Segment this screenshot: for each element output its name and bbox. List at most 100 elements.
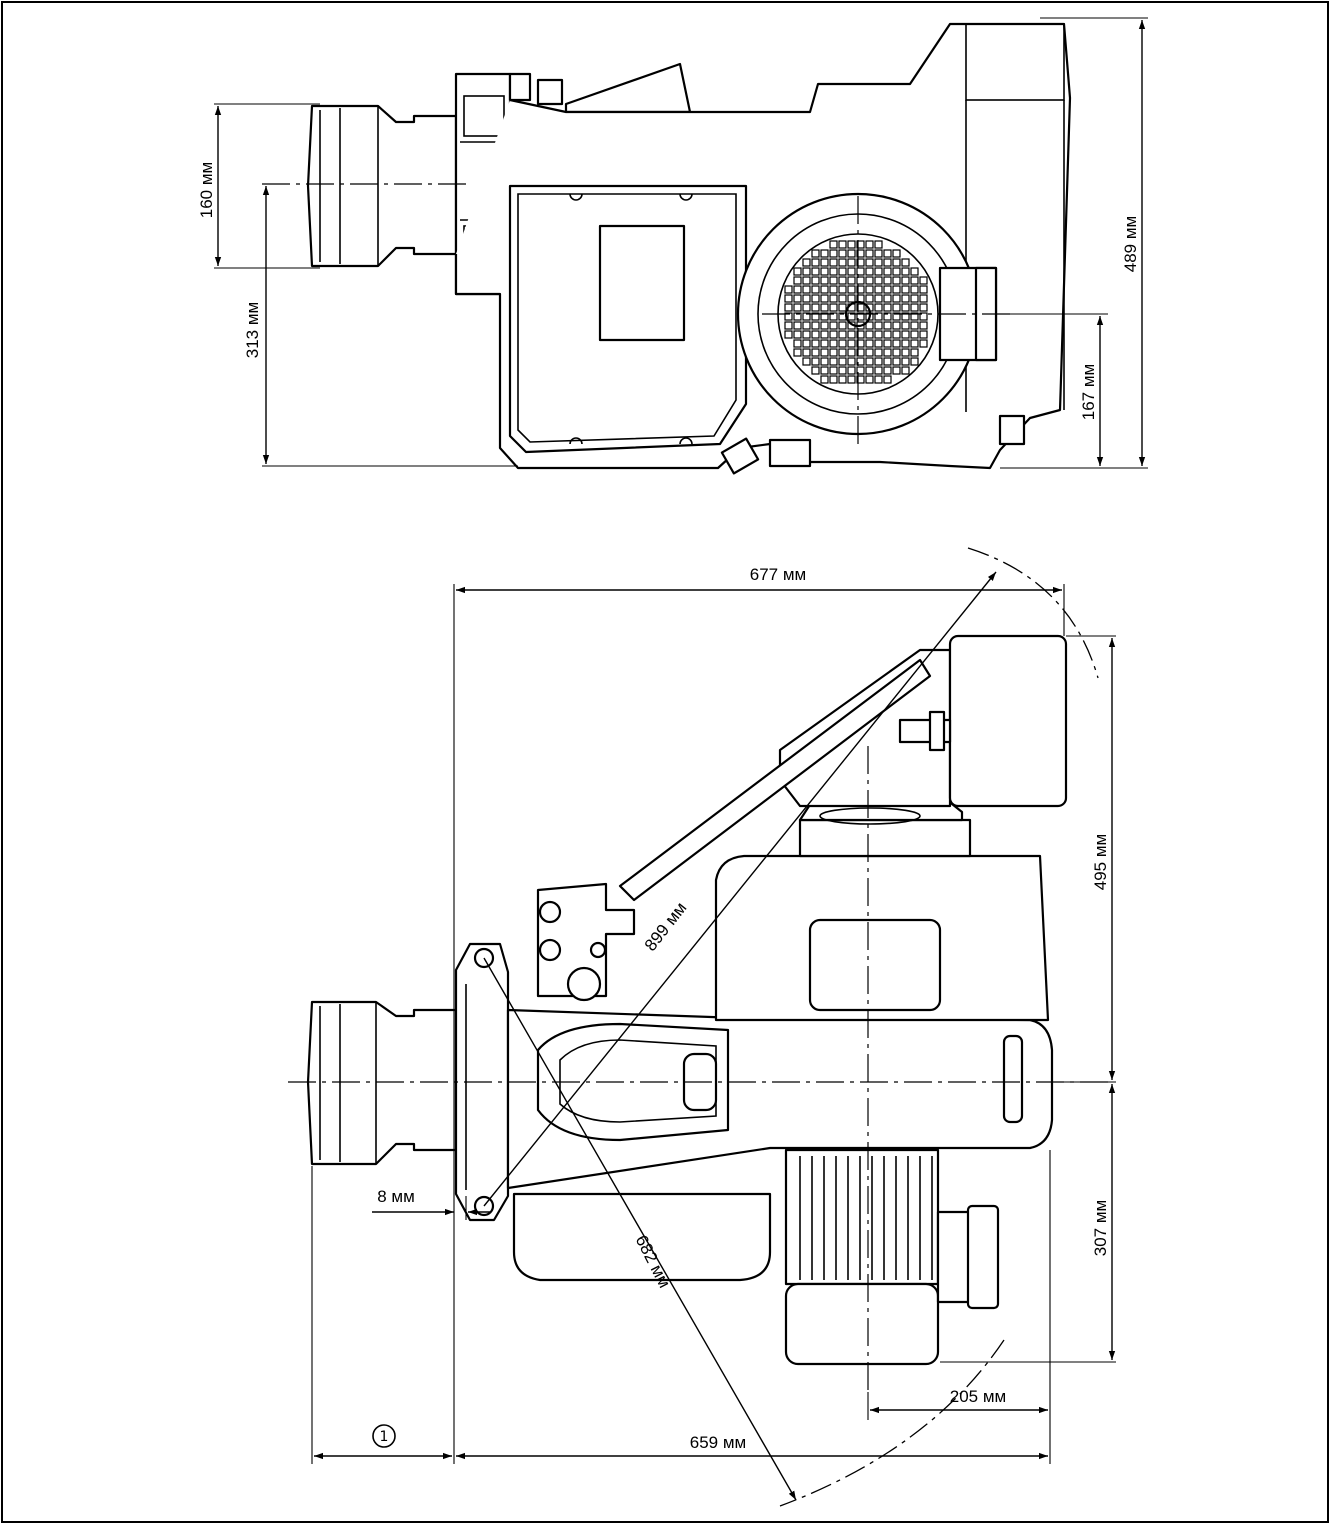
grille-cell [838,258,847,267]
grille-cell [802,339,811,348]
grille-cell [883,312,892,321]
grille-cell [802,312,811,321]
grille-cell [865,375,874,384]
grille-cell [901,348,910,357]
grille-cell [802,267,811,276]
grille-cell [811,348,820,357]
grille-cell [829,276,838,285]
grille-cell [811,303,820,312]
motor-cooling-fins [799,1156,933,1280]
grille-cell [856,276,865,285]
grille-cell [793,303,802,312]
grille-cell [865,303,874,312]
grille-cell [802,348,811,357]
grille-cell [811,267,820,276]
side-control-box [898,634,1068,808]
grille-cell [874,249,883,258]
grille-cell [838,375,847,384]
grille-cell [856,294,865,303]
grille-cell [784,285,793,294]
grille-cell [829,303,838,312]
grille-cell [874,366,883,375]
grille-cell [892,339,901,348]
grille-cell [883,267,892,276]
grille-cell [874,339,883,348]
grille-cell [847,303,856,312]
grille-cell [784,303,793,312]
grille-cell [856,375,865,384]
grille-cell [901,366,910,375]
grille-cell [811,321,820,330]
grille-cell [910,276,919,285]
grille-cell [865,330,874,339]
grille-cell [874,240,883,249]
grille-cell [829,339,838,348]
grille-cell [865,339,874,348]
grille-cell [784,321,793,330]
grille-cell [793,285,802,294]
grille-cell [829,366,838,375]
dim-899-line [483,571,997,1207]
grille-cell [829,321,838,330]
grille-cell [856,339,865,348]
grille-cell [865,357,874,366]
swing-arc-top [967,547,1099,679]
grille-cell [910,321,919,330]
grille-cell [883,357,892,366]
grille-cell [919,330,928,339]
grille-cell [865,249,874,258]
grille-cell [829,375,838,384]
grille-cell [811,339,820,348]
label-489: 489 мм [1121,216,1140,272]
grille-cell [847,330,856,339]
grille-cell [802,294,811,303]
grille-cell [874,330,883,339]
grille-cell [838,330,847,339]
grille-cell [892,294,901,303]
side-blast-tube [306,1000,458,1166]
grille-cell [793,312,802,321]
grille-cell [919,303,928,312]
grille-cell [874,321,883,330]
blast-tube [306,104,458,268]
grille-cell [865,321,874,330]
label-205: 205 мм [950,1387,1006,1406]
grille-cell [901,276,910,285]
grille-cell [838,312,847,321]
grille-cell [793,267,802,276]
grille-cell [811,312,820,321]
grille-cell [820,330,829,339]
grille-cell [829,330,838,339]
grille-cell [910,294,919,303]
grille-cell [874,312,883,321]
grille-cell [883,285,892,294]
grille-cell [793,276,802,285]
grille-cell [874,267,883,276]
grille-cell [802,285,811,294]
grille-cell [811,258,820,267]
grille-cell [901,285,910,294]
grille-cell [874,375,883,384]
grille-cell [919,321,928,330]
grille-cell [865,258,874,267]
grille-cell [883,366,892,375]
side-body [506,1008,1054,1282]
grille-cell [829,357,838,366]
grille-cell [856,249,865,258]
grille-cell [829,348,838,357]
grille-cell [811,285,820,294]
grille-cell [892,366,901,375]
grille-cell [856,330,865,339]
grille-cell [847,240,856,249]
grille-cell [793,339,802,348]
grille-cell [874,258,883,267]
grille-cell [865,366,874,375]
grille-cell [919,312,928,321]
label-160: 160 мм [197,162,216,218]
top-view: 160 мм 313 мм 489 мм 167 мм [197,17,1148,475]
grille-cell [892,348,901,357]
grille-cell [883,330,892,339]
grille-cell [919,285,928,294]
grille-cell [883,249,892,258]
